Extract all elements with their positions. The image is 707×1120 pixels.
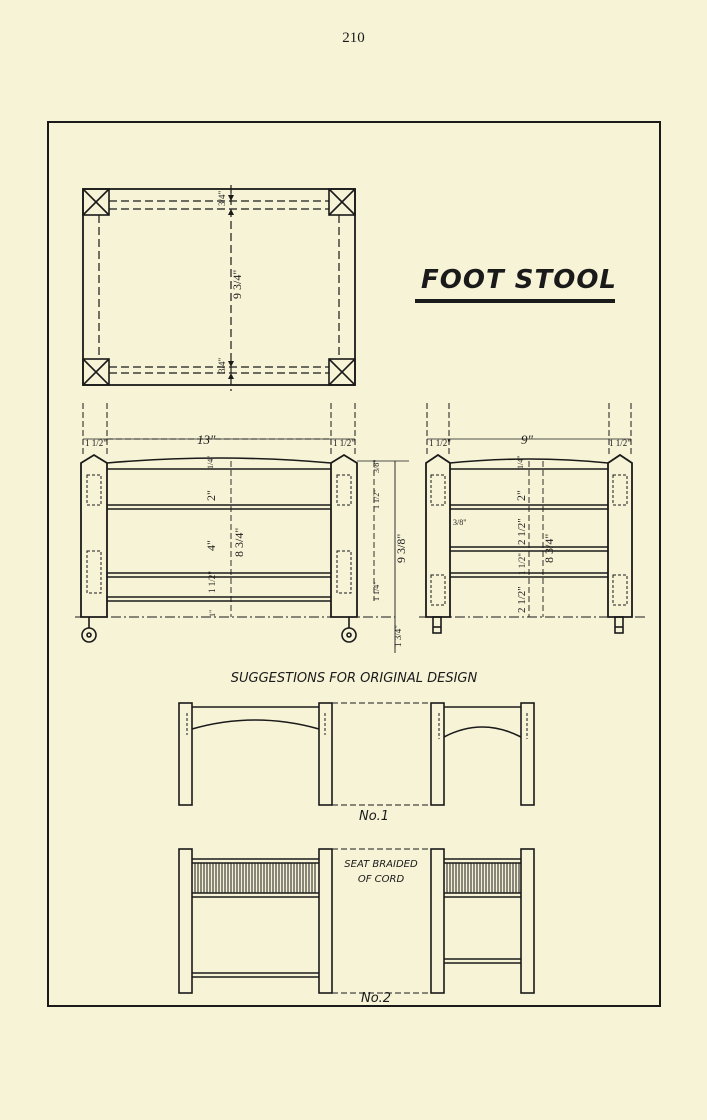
seat-note: SEAT BRAIDED OF CORD — [331, 857, 431, 887]
dim-front-lower: 1 1/2" — [207, 571, 217, 593]
dim-side-upper: 2" — [514, 490, 528, 501]
dim-side-lower: 2 1/2" — [516, 586, 528, 613]
dim-side-span: 8 3/4" — [542, 534, 556, 563]
drawing-title: FOOT STOOL — [421, 265, 617, 295]
drawing-plate: 3/4" 9 3/4" 3/4" — [47, 121, 661, 1007]
dim-front-r2: 1 1/2" — [372, 490, 381, 510]
title-underline — [415, 299, 615, 303]
design-2-label: No.2 — [361, 991, 392, 1006]
dim-plan-depth: 9 3/4" — [230, 270, 244, 299]
dim-front-top-rail: 1/4" — [206, 456, 215, 470]
design-1-drawing — [178, 702, 535, 806]
dim-front-caster: 1 3/4" — [393, 625, 403, 647]
dim-side-left-post: 1 1/2" — [429, 438, 451, 448]
dim-front-bottom: 1" — [208, 610, 217, 617]
dim-side-width: 9" — [521, 432, 534, 447]
page-number: 210 — [342, 30, 365, 46]
design-1-label: No.1 — [359, 809, 390, 824]
dim-front-total: 9 3/8" — [394, 534, 408, 563]
side-elevation — [419, 403, 645, 634]
dim-side-lower-mid: 1 1/2" — [517, 553, 527, 575]
foot-stool-drawing: 3/4" 9 3/4" 3/4" — [75, 185, 645, 994]
dim-front-upper: 2" — [204, 490, 218, 501]
dim-front-r1: 3/8" — [372, 460, 381, 474]
plan-view — [82, 185, 356, 391]
design-2-drawing — [178, 848, 535, 994]
dim-side-middle: 2 1/2" — [516, 518, 528, 545]
dim-plan-bottom: 3/4" — [217, 357, 227, 373]
dim-front-right-post: 1 1/2" — [333, 438, 355, 448]
dim-front-width: 13" — [197, 432, 216, 447]
seat-note-line-1: SEAT BRAIDED — [344, 859, 418, 870]
seat-note-line-2: OF CORD — [357, 874, 405, 885]
dim-front-middle: 4" — [204, 540, 218, 551]
dim-front-span: 8 3/4" — [232, 528, 246, 557]
dim-side-top-rail: 1/4" — [516, 456, 525, 470]
front-elevation — [75, 403, 409, 653]
dim-front-left-post: 1 1/2" — [85, 438, 107, 448]
dim-front-r3: 1 1/4" — [372, 582, 381, 602]
dim-plan-top: 3/4" — [217, 190, 227, 206]
section-heading: SUGGESTIONS FOR ORIGINAL DESIGN — [230, 671, 478, 686]
dim-side-inset: 3/8" — [453, 518, 467, 527]
dim-side-right-post: 1 1/2" — [609, 438, 631, 448]
